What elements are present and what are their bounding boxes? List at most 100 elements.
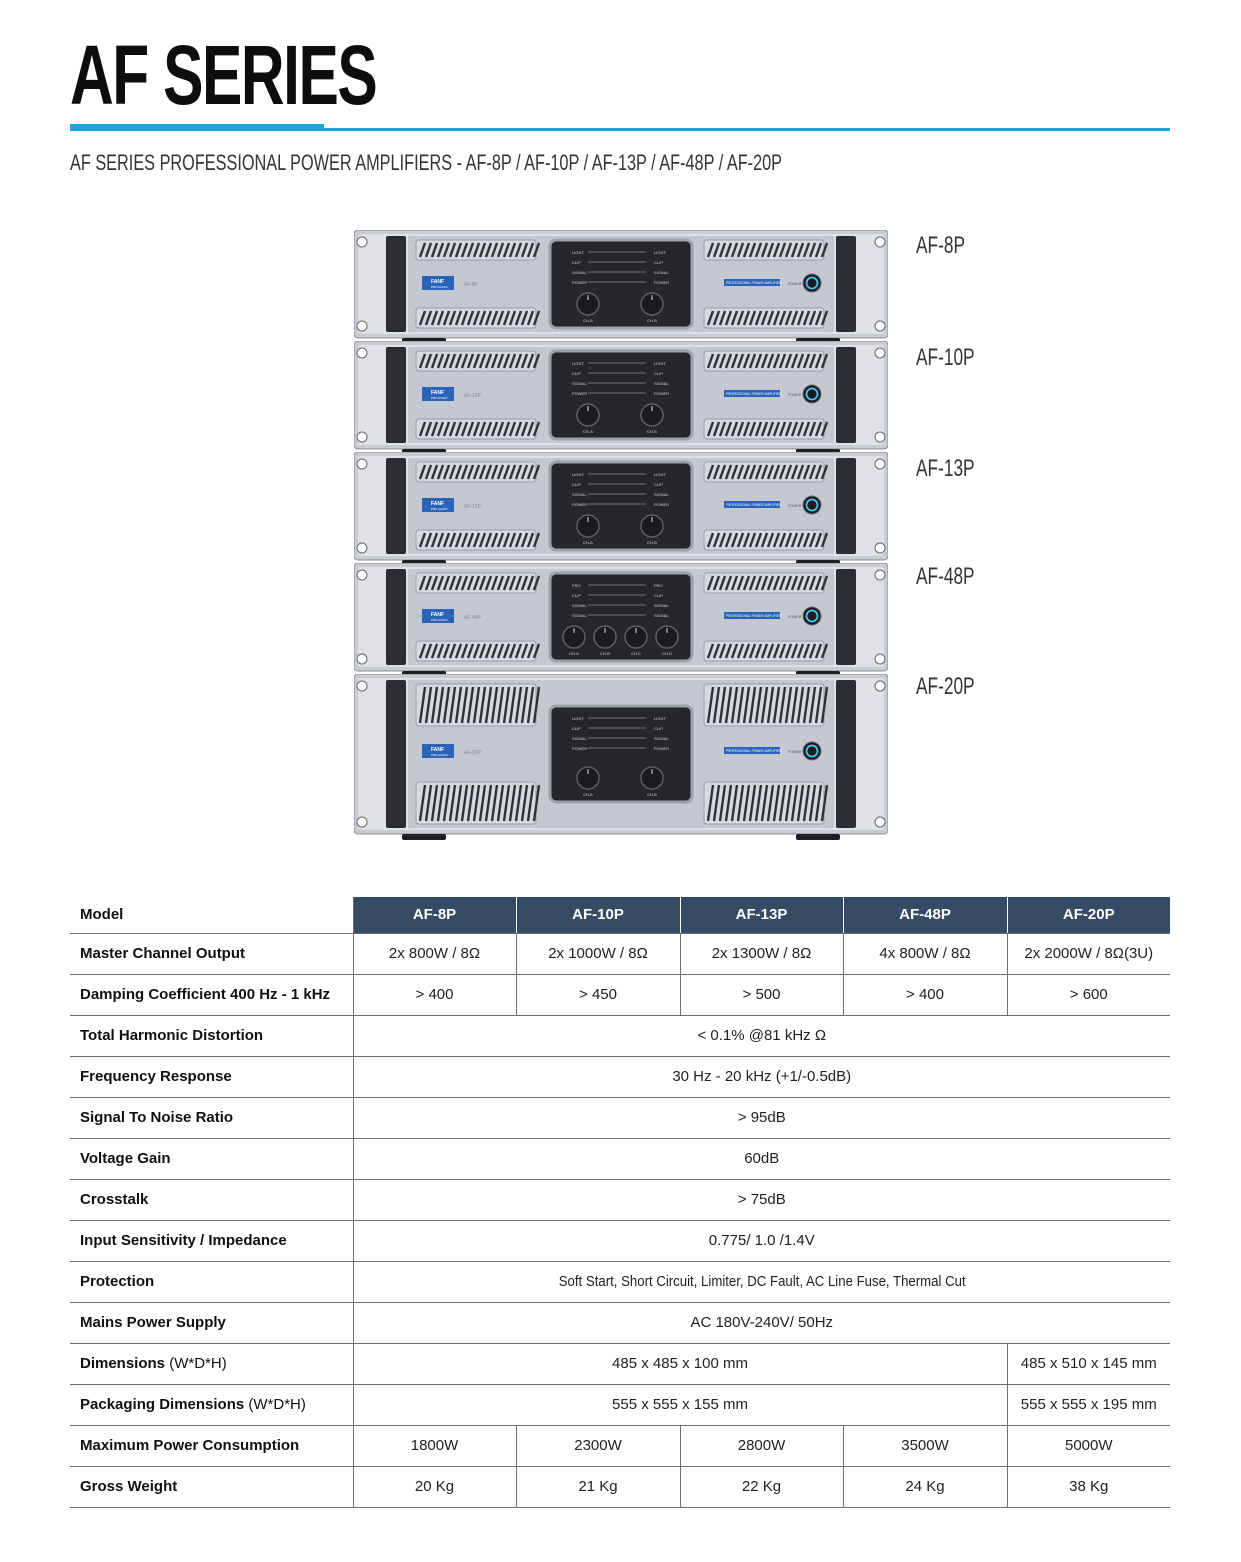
- svg-text:CH-B: CH-B: [647, 429, 657, 434]
- svg-text:SIGNAL: SIGNAL: [654, 736, 669, 741]
- svg-text:AF-10P: AF-10P: [464, 393, 482, 399]
- svg-text:POWER: POWER: [654, 502, 669, 507]
- row-label: Frequency Response: [70, 1056, 354, 1098]
- svg-text:CLIP: CLIP: [654, 726, 663, 731]
- svg-text:FANF: FANF: [431, 501, 444, 507]
- row-label: Gross Weight: [70, 1466, 354, 1508]
- row-label: Packaging Dimensions (W*D*H): [70, 1384, 354, 1426]
- row-label-text: Dimensions: [80, 1355, 166, 1372]
- model-af-10p: AF-10P: [515, 897, 680, 934]
- cell: 5000W: [1006, 1425, 1170, 1467]
- cell: > 450: [515, 974, 680, 1016]
- row-label: Dimensions (W*D*H): [70, 1343, 354, 1385]
- table-row: Input Sensitivity / Impedance 0.775/ 1.0…: [70, 1220, 1170, 1262]
- svg-text:PRO: PRO: [654, 583, 663, 588]
- table-row: Frequency Response 30 Hz - 20 kHz (+1/-0…: [70, 1056, 1170, 1098]
- svg-text:AF-48P: AF-48P: [464, 615, 482, 621]
- svg-text:LIGHT: LIGHT: [572, 250, 584, 255]
- svg-text:CLIP: CLIP: [572, 371, 581, 376]
- row-label-unit: (W*D*H): [169, 1355, 227, 1372]
- unit-label: AF-13P: [916, 455, 975, 482]
- svg-text:CLIP: CLIP: [572, 260, 581, 265]
- table-row: Packaging Dimensions (W*D*H) 555 x 555 x…: [70, 1384, 1170, 1426]
- svg-text:SIGNAL: SIGNAL: [572, 603, 587, 608]
- svg-text:PRO AUDIO: PRO AUDIO: [431, 285, 448, 289]
- svg-text:CH-A: CH-A: [583, 540, 593, 545]
- svg-text:POWER: POWER: [572, 502, 587, 507]
- svg-text:PROFESSIONAL POWER AMPLIFIER: PROFESSIONAL POWER AMPLIFIER: [726, 749, 782, 753]
- svg-text:CH-B: CH-B: [647, 540, 657, 545]
- row-label: Damping Coefficient 400 Hz - 1 kHz: [70, 974, 354, 1016]
- cell: > 600: [1006, 974, 1170, 1016]
- table-header-row: Model AF-8P AF-10P AF-13P AF-48P AF-20P: [70, 897, 1170, 934]
- svg-text:CH-A: CH-A: [583, 318, 593, 323]
- cell: > 75dB: [352, 1179, 1170, 1221]
- row-label: Total Harmonic Distortion: [70, 1015, 354, 1057]
- svg-text:FANF: FANF: [431, 612, 444, 618]
- svg-text:PRO: PRO: [572, 583, 581, 588]
- svg-text:SIGNAL: SIGNAL: [572, 270, 587, 275]
- page-title: AF SERIES: [70, 28, 378, 122]
- svg-text:CLIP: CLIP: [572, 482, 581, 487]
- table-row: Protection Soft Start, Short Circuit, Li…: [70, 1261, 1170, 1303]
- unit-label: AF-48P: [916, 563, 975, 590]
- svg-text:LIGHT: LIGHT: [654, 472, 666, 477]
- table-row: Master Channel Output 2x 800W / 8Ω 2x 10…: [70, 933, 1170, 975]
- table-row: Total Harmonic Distortion < 0.1% @81 kHz…: [70, 1015, 1170, 1057]
- svg-text:SIGNAL: SIGNAL: [572, 736, 587, 741]
- model-af-48p: AF-48P: [842, 897, 1007, 934]
- svg-text:AF-8P: AF-8P: [464, 282, 479, 288]
- svg-text:SIGNAL: SIGNAL: [654, 492, 669, 497]
- cell: 2800W: [679, 1425, 843, 1467]
- unit-label: AF-10P: [916, 344, 975, 371]
- table-row: Maximum Power Consumption 1800W 2300W 28…: [70, 1425, 1170, 1467]
- protection-text: Soft Start, Short Circuit, Limiter, DC F…: [558, 1273, 966, 1290]
- table-row: Voltage Gain 60dB: [70, 1138, 1170, 1180]
- table-row: Mains Power Supply AC 180V-240V/ 50Hz: [70, 1302, 1170, 1344]
- svg-text:POWER: POWER: [788, 750, 802, 754]
- svg-text:POWER: POWER: [572, 391, 587, 396]
- svg-text:CH-B: CH-B: [600, 651, 610, 656]
- svg-text:SIGNAL: SIGNAL: [654, 603, 669, 608]
- svg-text:CLIP: CLIP: [654, 482, 663, 487]
- svg-text:CH-A: CH-A: [569, 651, 579, 656]
- cell: 2x 800W / 8Ω: [352, 933, 516, 975]
- cell: Soft Start, Short Circuit, Limiter, DC F…: [352, 1261, 1170, 1303]
- svg-text:CLIP: CLIP: [572, 726, 581, 731]
- cell: 2x 2000W / 8Ω(3U): [1006, 933, 1170, 975]
- svg-text:AF-20P: AF-20P: [464, 750, 482, 756]
- svg-text:AF-13P: AF-13P: [464, 504, 482, 510]
- cell: 1800W: [352, 1425, 516, 1467]
- cell: AC 180V-240V/ 50Hz: [352, 1302, 1170, 1344]
- svg-text:LIGHT: LIGHT: [654, 250, 666, 255]
- cell: > 400: [352, 974, 516, 1016]
- page-subtitle: AF SERIES PROFESSIONAL POWER AMPLIFIERS …: [70, 150, 783, 175]
- svg-text:CLIP: CLIP: [654, 593, 663, 598]
- row-label: Crosstalk: [70, 1179, 354, 1221]
- cell: 555 x 555 x 195 mm: [1006, 1384, 1170, 1426]
- cell: 38 Kg: [1006, 1466, 1170, 1508]
- svg-text:POWER: POWER: [572, 280, 587, 285]
- svg-text:SIGNAL: SIGNAL: [572, 613, 587, 618]
- svg-text:SIGNAL: SIGNAL: [572, 381, 587, 386]
- cell: > 400: [842, 974, 1007, 1016]
- cell: < 0.1% @81 kHz Ω: [352, 1015, 1170, 1057]
- cell: 2x 1000W / 8Ω: [515, 933, 680, 975]
- model-af-20p: AF-20P: [1006, 897, 1170, 934]
- cell: > 500: [679, 974, 843, 1016]
- cell: 20 Kg: [352, 1466, 516, 1508]
- svg-text:FANF: FANF: [431, 747, 444, 753]
- svg-text:CH-C: CH-C: [631, 651, 641, 656]
- svg-text:POWER: POWER: [788, 282, 802, 286]
- table-row: Dimensions (W*D*H) 485 x 485 x 100 mm 48…: [70, 1343, 1170, 1385]
- svg-text:PROFESSIONAL POWER AMPLIFIER: PROFESSIONAL POWER AMPLIFIER: [726, 281, 782, 285]
- svg-text:CLIP: CLIP: [654, 371, 663, 376]
- svg-text:PROFESSIONAL POWER AMPLIFIER: PROFESSIONAL POWER AMPLIFIER: [726, 614, 782, 618]
